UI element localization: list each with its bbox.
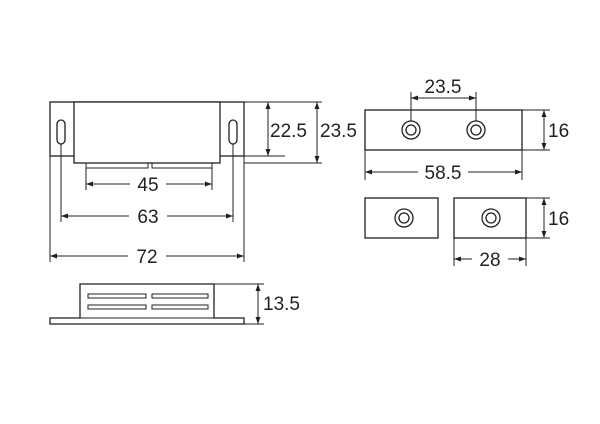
dim-front-hole-span: 63 — [137, 207, 158, 228]
plate-hole-right — [466, 120, 486, 140]
plate-view: 23.5 16 58.5 — [364, 77, 569, 184]
dim-plate-width: 58.5 — [425, 163, 462, 184]
front-view: 45 63 72 22.5 23.5 — [49, 101, 357, 268]
plate-body — [364, 109, 523, 151]
split-plate-view: 16 28 — [364, 197, 569, 271]
plate-hole-left — [401, 120, 421, 140]
dim-front-total-width: 72 — [136, 247, 157, 268]
dim-front-inner-height: 22.5 — [270, 121, 307, 142]
dim-front-inner-width: 45 — [137, 175, 158, 196]
front-right-slot — [228, 119, 238, 145]
dim-plate-height: 16 — [548, 121, 569, 142]
bottom-view: 13.5 — [49, 283, 300, 325]
front-magnet-pads — [85, 163, 213, 169]
dim-split-piece-width: 28 — [479, 250, 500, 271]
split-plate-left — [364, 197, 439, 239]
front-left-slot — [56, 119, 66, 145]
dim-front-outer-height: 23.5 — [320, 121, 357, 142]
dim-bottom-height: 13.5 — [263, 294, 300, 315]
dim-split-height: 16 — [548, 209, 569, 230]
dim-plate-hole-pitch: 23.5 — [425, 77, 462, 98]
split-plate-right — [453, 197, 527, 239]
front-body — [73, 101, 221, 164]
